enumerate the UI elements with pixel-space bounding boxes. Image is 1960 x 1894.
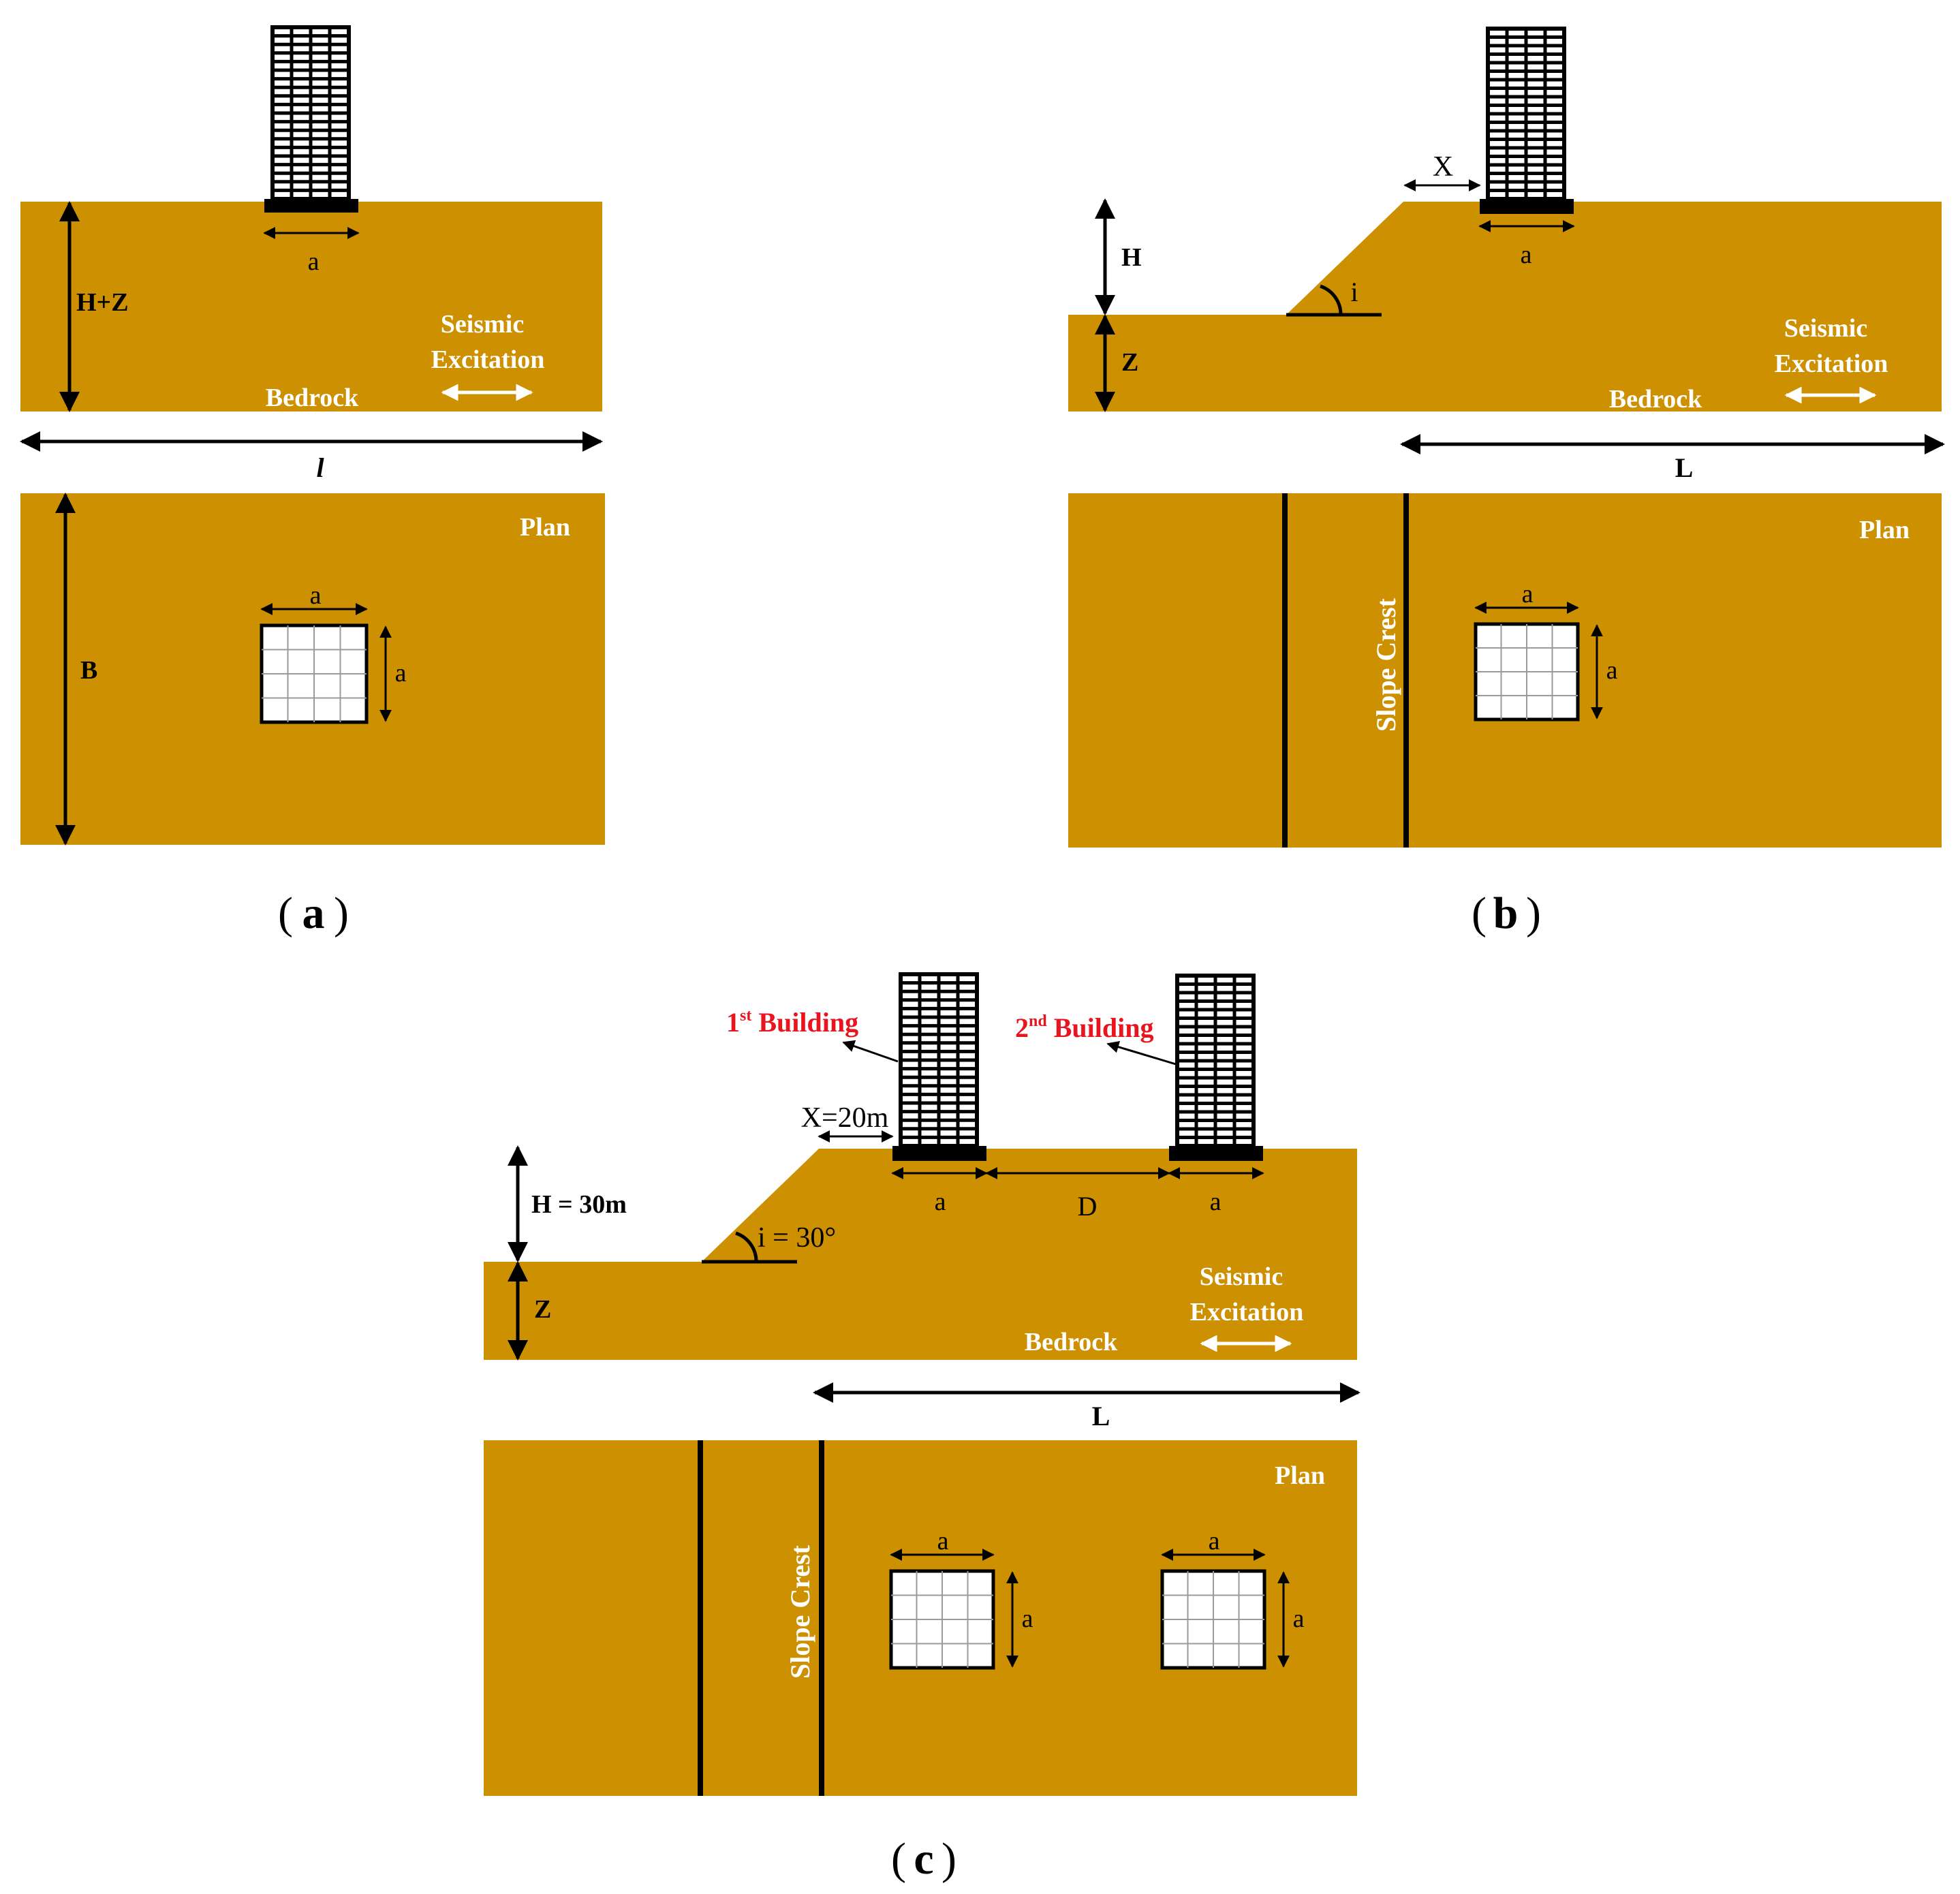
label-plan-a2-side: a (1293, 1604, 1305, 1633)
label-building-2-sup: nd (1029, 1012, 1047, 1030)
svg-text:(: ( (891, 1834, 906, 1884)
building (270, 25, 351, 201)
plan-grid (260, 623, 369, 724)
label-building-1-num: 1 (726, 1007, 740, 1038)
pointer-building-1 (842, 1040, 899, 1063)
label-h: H = 30m (531, 1190, 627, 1219)
label-bedrock: Bedrock (1025, 1328, 1118, 1356)
svg-text:(: ( (278, 888, 293, 938)
label-slope-crest: Slope Crest (1371, 597, 1401, 732)
label-length: l (316, 452, 324, 483)
label-z: Z (1121, 348, 1138, 377)
label-seismic: Seismic (1784, 314, 1867, 343)
label-x: X=20m (801, 1102, 889, 1134)
svg-text:): ) (334, 888, 349, 938)
caption-c-letter: c (914, 1834, 933, 1884)
label-plan-a1-top: a (937, 1527, 949, 1555)
label-seismic: Seismic (1200, 1262, 1283, 1291)
foundation (264, 199, 358, 213)
label-plan-a-top: a (1522, 580, 1534, 608)
building (1486, 27, 1566, 201)
caption-a-letter: a (302, 888, 325, 938)
label-plan: Plan (1859, 516, 1910, 544)
panel-b-plan: Slope Crest Plan a a (1068, 493, 1942, 848)
label-bedrock: Bedrock (1609, 385, 1702, 414)
panel-b-elevation: X a H Z i Seismic Excitation Bedrock L (1068, 27, 1945, 483)
building-2 (1175, 974, 1256, 1148)
label-a: a (308, 247, 320, 276)
label-a2: a (1210, 1187, 1222, 1216)
label-a: a (1521, 240, 1532, 269)
panel-a-plan: Plan B a a (20, 493, 605, 845)
label-building-2-num: 2 (1015, 1012, 1029, 1043)
foundation-1 (892, 1146, 986, 1161)
caption-a: ( a ) (278, 888, 349, 938)
angle-arc (1320, 284, 1343, 315)
label-length: L (1675, 452, 1694, 483)
label-excitation: Excitation (431, 345, 545, 374)
label-building-1: 1st Building (726, 1007, 858, 1038)
label-length: L (1092, 1401, 1110, 1431)
plan-grid (1474, 622, 1580, 721)
label-building-1-sup: st (740, 1007, 751, 1025)
svg-text:): ) (1526, 888, 1541, 938)
label-z: Z (534, 1295, 551, 1324)
panel-a-elevation: a H+Z Seismic Excitation Bedrock l (19, 25, 603, 483)
label-seismic: Seismic (441, 310, 524, 339)
label-plan-a1-side: a (1022, 1604, 1033, 1633)
caption-b-letter: b (1493, 888, 1519, 938)
label-plan-a-top: a (310, 581, 322, 610)
soil-slope (484, 1149, 1357, 1360)
label-plan: Plan (520, 513, 570, 542)
panel-c-elevation: 1st Building 2nd Building X=20m a D a H = … (484, 972, 1360, 1431)
label-excitation: Excitation (1190, 1298, 1304, 1326)
label-plan-a-side: a (395, 659, 407, 687)
panel-c: 1st Building 2nd Building X=20m a D a H = … (484, 972, 1360, 1884)
label-plan-a2-top: a (1209, 1527, 1220, 1555)
panel-a: a H+Z Seismic Excitation Bedrock l Plan … (19, 25, 605, 938)
angle-arc (735, 1231, 758, 1262)
label-plan: Plan (1275, 1461, 1325, 1490)
label-building-2: 2nd Building (1015, 1012, 1153, 1043)
svg-text:(: ( (1472, 888, 1487, 938)
label-a1: a (935, 1187, 946, 1216)
soil-slope (1068, 202, 1942, 412)
panel-c-plan: Slope Crest Plan a a a a (484, 1440, 1357, 1796)
label-i: i (1350, 277, 1358, 307)
label-height: H+Z (76, 288, 129, 317)
label-d: D (1078, 1191, 1098, 1222)
label-slope-crest: Slope Crest (785, 1544, 815, 1679)
label-building-1-word: Building (758, 1007, 858, 1038)
caption-c: ( c ) (891, 1834, 956, 1884)
label-building-2-word: Building (1054, 1012, 1154, 1043)
label-excitation: Excitation (1775, 350, 1888, 378)
panel-b: X a H Z i Seismic Excitation Bedrock L S… (1068, 27, 1945, 938)
pointer-building-2 (1106, 1041, 1177, 1066)
plan-grid-2 (1160, 1569, 1266, 1670)
caption-b: ( b ) (1472, 888, 1541, 938)
svg-text:): ) (942, 1834, 956, 1884)
label-plan-a-side: a (1606, 656, 1618, 685)
plan-grid-1 (889, 1569, 995, 1670)
label-x: X (1433, 151, 1453, 183)
foundation-2 (1169, 1146, 1263, 1161)
building-1 (899, 972, 979, 1148)
foundation (1480, 199, 1574, 214)
label-width: B (80, 656, 97, 685)
label-bedrock: Bedrock (266, 384, 359, 412)
label-i: i = 30° (758, 1222, 836, 1254)
label-h: H (1121, 243, 1142, 272)
